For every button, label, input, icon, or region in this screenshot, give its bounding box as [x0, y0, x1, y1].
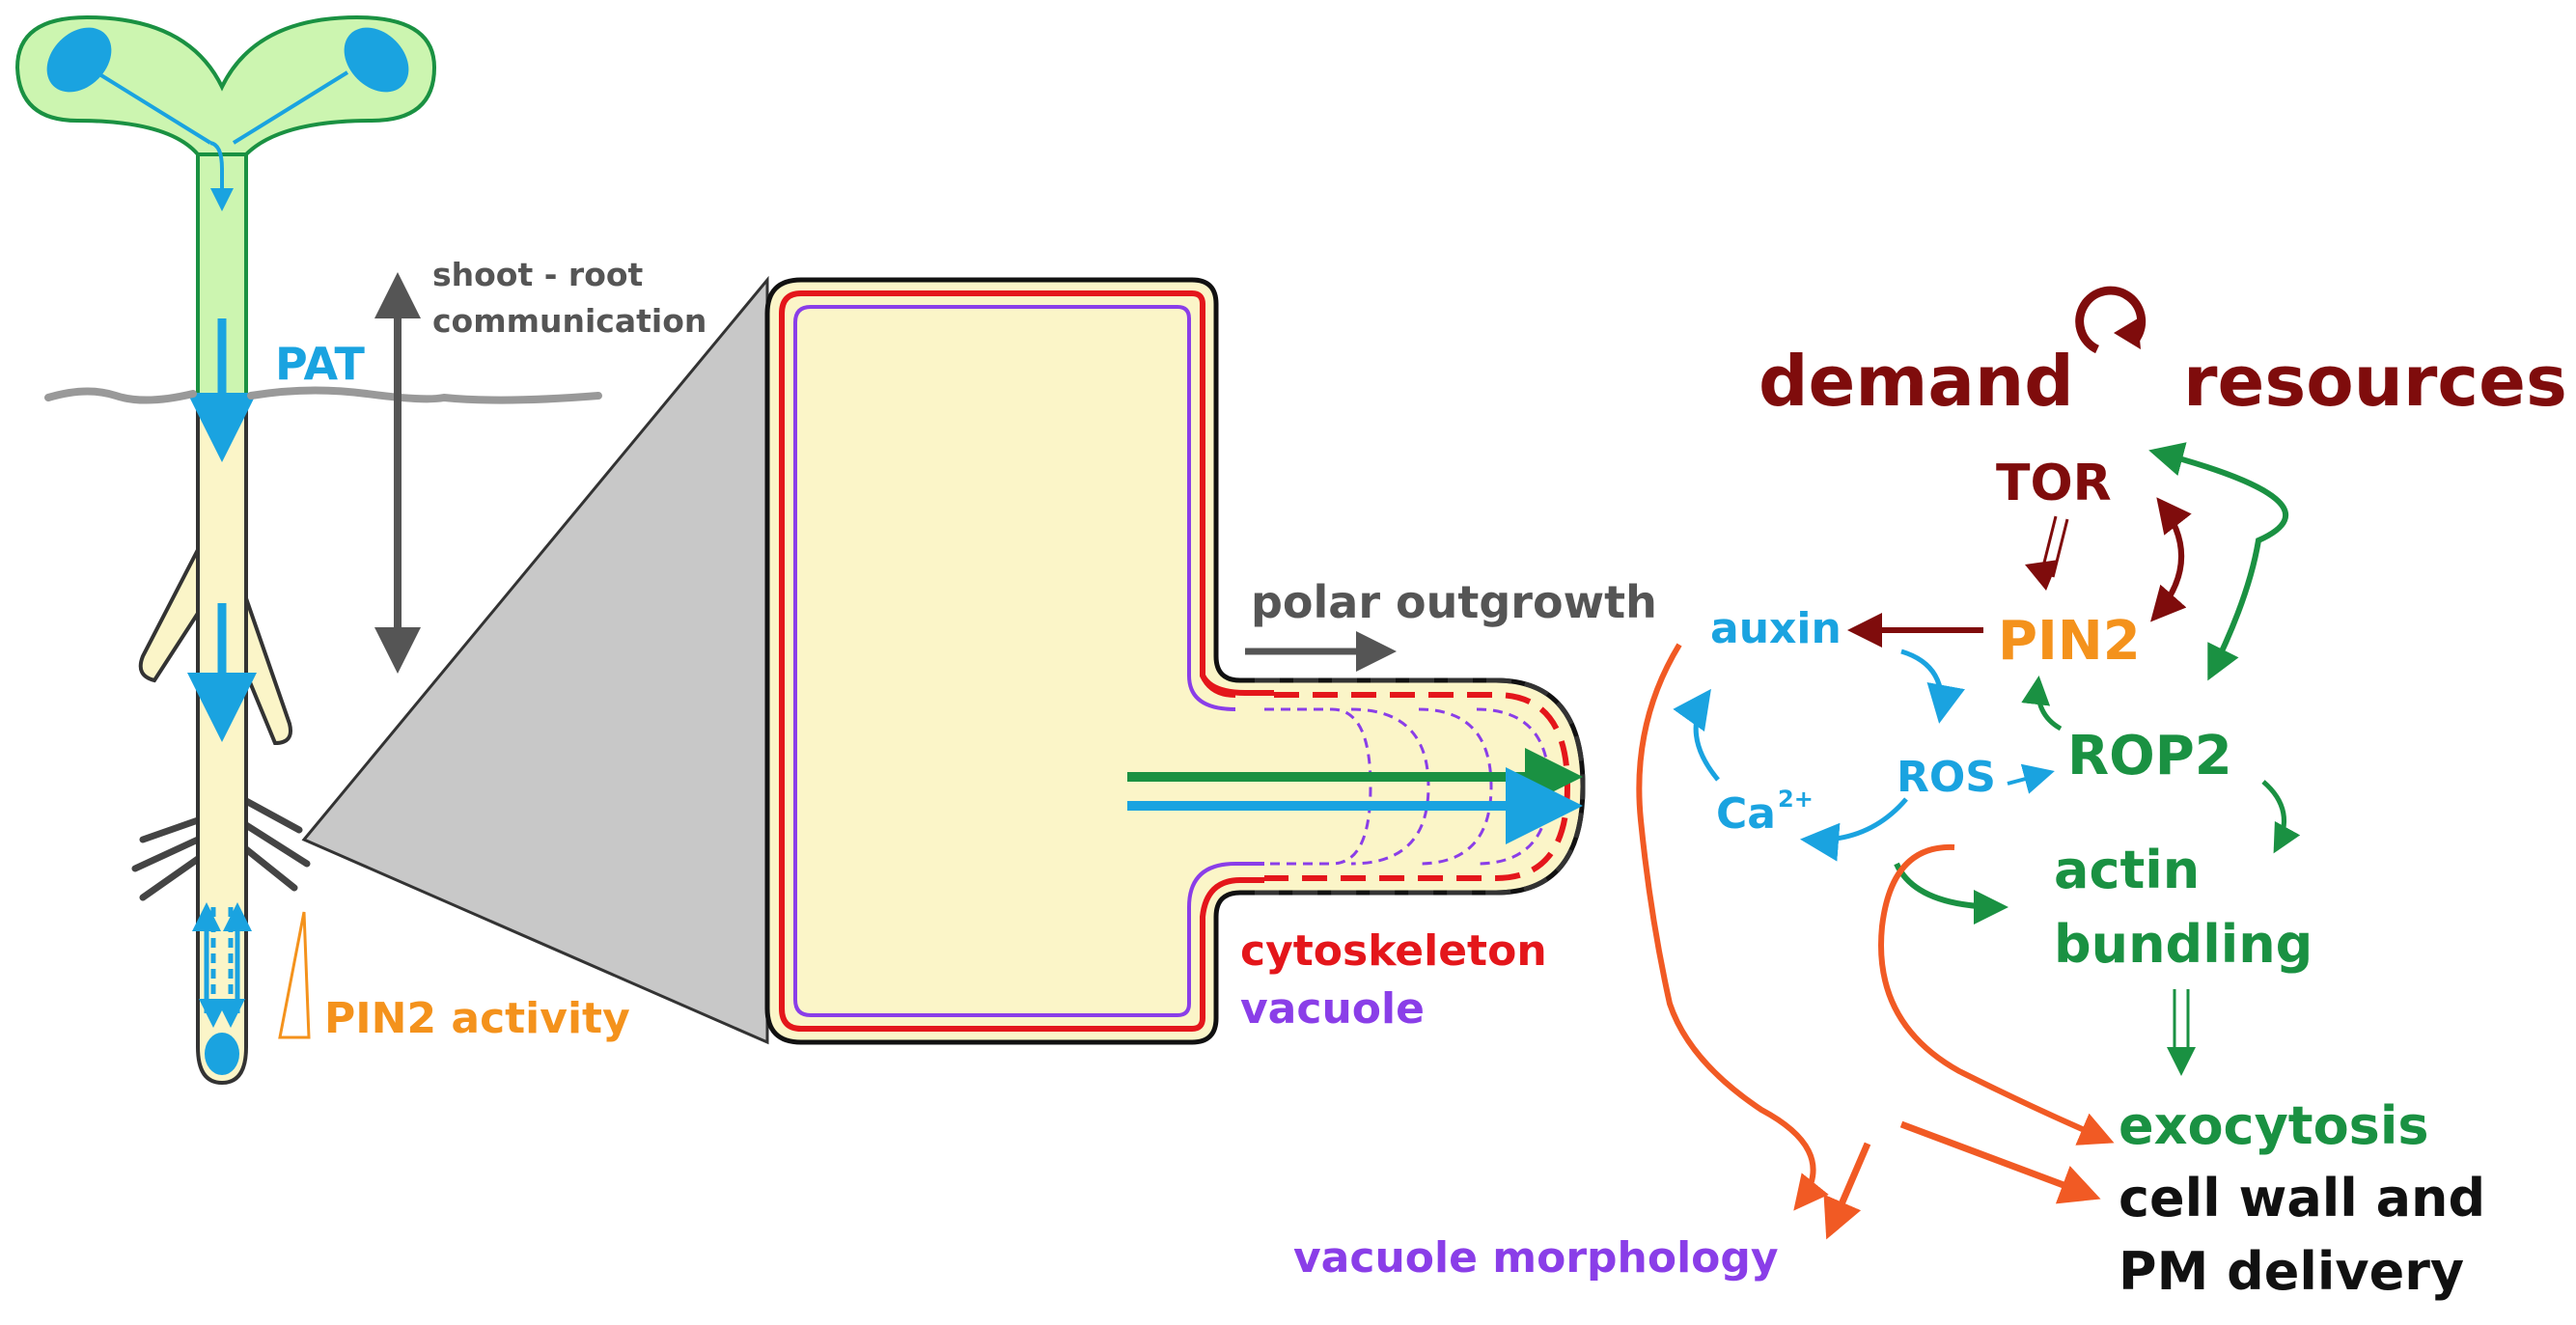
auxin-ros-arrow — [1900, 649, 1965, 724]
label-ca: Ca — [1716, 789, 1776, 839]
root-hairs — [131, 797, 311, 901]
orange-vacuole-short-arrow — [1823, 1142, 1871, 1240]
cytoskeleton-layer — [779, 290, 1264, 1032]
label-shoot-root: shoot - root — [432, 256, 644, 293]
root-tip-spot — [205, 1033, 239, 1075]
ros-rop2-arrow — [2007, 763, 2055, 794]
cycle-icon — [2075, 286, 2147, 354]
actin-exocytosis-head — [2167, 1047, 2196, 1076]
soil-line — [44, 386, 602, 404]
pin2-resources-arrow — [2150, 497, 2192, 622]
pin2-activity-gradient — [278, 911, 311, 1039]
cycle-icon-head — [2114, 318, 2141, 349]
tor-pin2-head — [2025, 560, 2059, 591]
label-cell-wall: cell wall and — [2119, 1168, 2485, 1228]
label-tor: TOR — [1996, 455, 2112, 512]
label-ros: ROS — [1897, 753, 1996, 802]
orange-cellwall-arrow — [1899, 1120, 2101, 1204]
label-pm-delivery: PM delivery — [2119, 1241, 2464, 1302]
label-exocytosis: exocytosis — [2119, 1095, 2428, 1156]
label-actin: actin — [2054, 840, 2200, 900]
auxin-vacuole-arrow — [1636, 643, 1829, 1211]
label-polar-outgrowth: polar outgrowth — [1251, 576, 1657, 628]
cotyledon-spot-left — [46, 27, 112, 93]
label-pat: PAT — [275, 338, 366, 390]
actin-exocytosis-arrow — [2173, 989, 2190, 1057]
label-bundling: bundling — [2054, 914, 2313, 975]
orange-exocytosis-arrow — [1878, 843, 2115, 1146]
label-rop2: ROP2 — [2067, 725, 2232, 787]
lateral-root — [138, 533, 210, 683]
label-auxin: auxin — [1710, 604, 1842, 653]
rop2-actin-arrow — [2261, 780, 2301, 854]
vacuole-front-2 — [1418, 707, 1493, 866]
label-pin2: PIN2 — [1998, 610, 2141, 673]
rop2-pin2-arrow — [2021, 676, 2063, 732]
label-demand: demand — [1759, 341, 2074, 422]
ros-actin-arrow — [1894, 862, 2008, 925]
seedling — [14, 14, 437, 1086]
hair-tip-dashed-wall — [1255, 677, 1586, 896]
lateral-root-right — [240, 597, 292, 746]
label-cytoskeleton: cytoskeleton — [1240, 926, 1547, 976]
ca-auxin-arrow — [1673, 688, 1720, 782]
root-hair-cell — [764, 277, 1586, 1045]
rop2-resources-arrow — [2148, 442, 2289, 681]
label-communication: communication — [432, 302, 706, 340]
signaling-network — [1636, 286, 2301, 1240]
cotyledons — [14, 14, 437, 156]
label-ca-superscript: 2+ — [1778, 786, 1814, 813]
label-vacuole: vacuole — [1240, 984, 1425, 1034]
label-resources: resources — [2183, 341, 2567, 422]
auxin-flow-shoot — [95, 70, 349, 207]
cotyledon-spot-right — [344, 27, 409, 93]
vacuole-front-1 — [1350, 707, 1430, 866]
cytoskeleton-layer-top — [1200, 674, 1274, 696]
hair-tip-dashed-vacuole — [1264, 707, 1372, 866]
label-pin2-activity: PIN2 activity — [324, 994, 630, 1043]
label-vacuole-morphology: vacuole morphology — [1293, 1233, 1779, 1283]
ros-ca-arrow — [1800, 797, 1908, 862]
vacuole-layer — [793, 305, 1264, 1017]
root-tip-flux — [192, 902, 252, 1028]
